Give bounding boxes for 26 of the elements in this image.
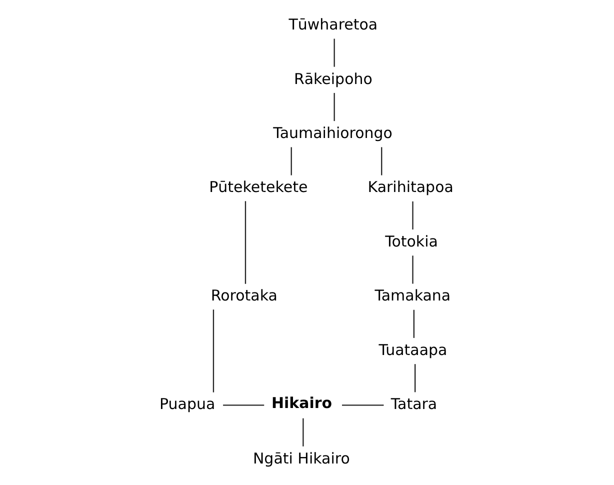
node-text: Karihitapoa [367,178,453,196]
connector [414,364,416,392]
node-text: Tamakana [374,286,450,305]
connector [412,201,413,230]
node-text: Tūwharetoa [288,16,378,34]
connector [342,404,384,406]
node-text: Rorotaka [210,286,277,305]
connector [212,310,214,392]
connector [333,92,334,122]
node-text: Pūteketekete [208,178,308,196]
connector [333,38,334,67]
node-text: Ngāti Hikairo [252,449,350,468]
connector [222,404,264,406]
node-text: Taumaihiorongo [272,124,392,142]
connector [380,147,382,176]
connector [412,310,414,338]
node-text: Tuataapa [378,340,447,359]
connector [290,147,292,176]
node-text: Hikairo [270,394,332,412]
node-text: Puapua [159,395,215,414]
connector [412,256,413,284]
node-text: Tatara [390,395,437,414]
node-text: Rākeipoho [293,70,372,88]
connector [302,418,304,446]
node-text: Totokia [384,232,438,250]
connector [244,201,246,284]
